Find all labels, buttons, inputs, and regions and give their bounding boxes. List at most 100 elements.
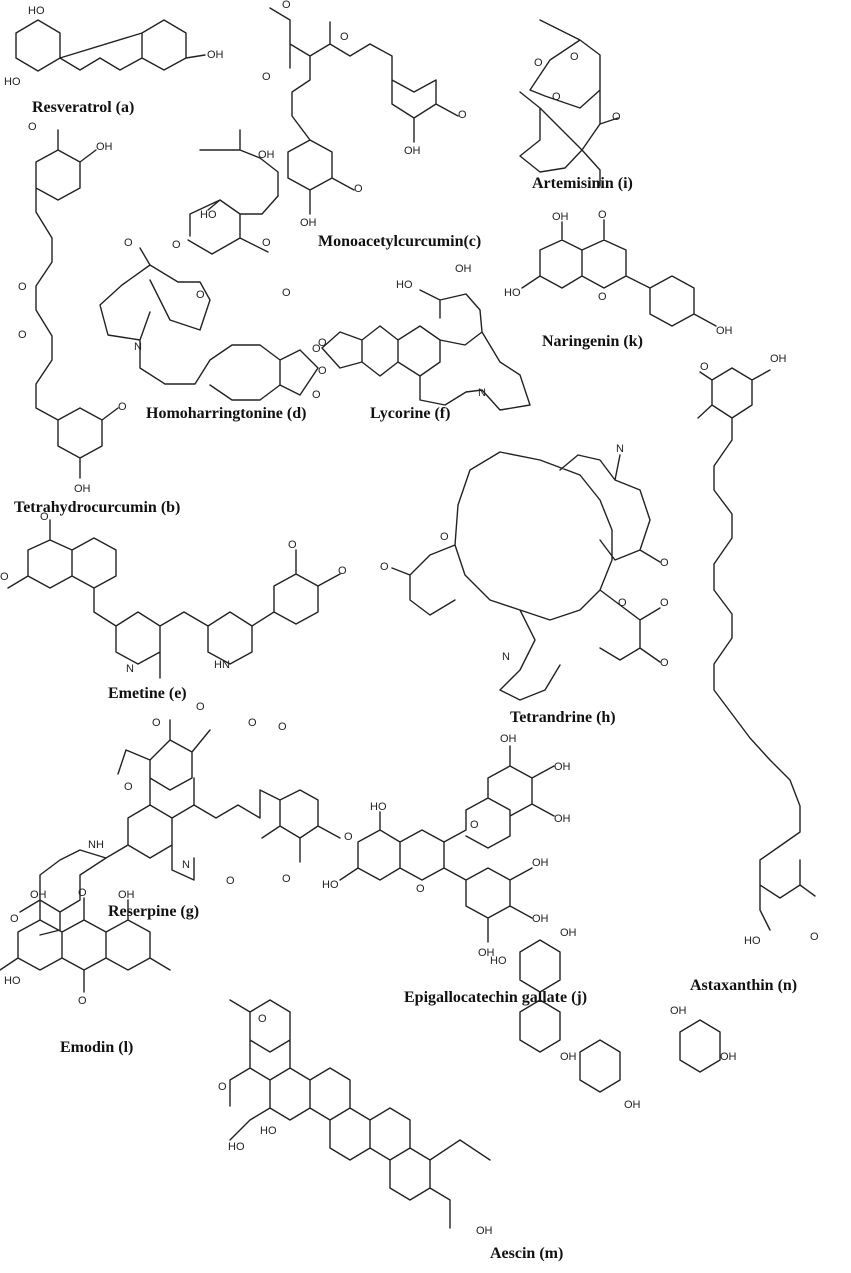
atom-oh: OH xyxy=(532,857,549,869)
atom-o: O xyxy=(124,237,133,249)
atom-o: O xyxy=(660,557,669,569)
atom-oh: HO xyxy=(744,935,761,947)
atom-o: O xyxy=(248,717,257,729)
atom-n: N xyxy=(182,859,190,871)
atom-o: O xyxy=(10,913,19,925)
atom-oh: OH xyxy=(207,49,224,61)
label-emetine: Emetine (e) xyxy=(108,685,187,702)
atom-o: O xyxy=(288,539,297,551)
atom-o: O xyxy=(618,597,627,609)
atom-oh: OH xyxy=(476,1225,493,1237)
atom-o: O xyxy=(118,401,127,413)
atom-oh: OH xyxy=(532,913,549,925)
atom-o: O xyxy=(534,57,543,69)
structure-monoacetylcurcumin: O O O O OH O OH Monoacetylcurcumin(c) xyxy=(262,0,481,250)
atom-o: O xyxy=(570,51,579,63)
atom-n: N xyxy=(616,443,624,455)
atom-oh: OH xyxy=(560,927,577,939)
atom-nh: NH xyxy=(88,839,104,851)
atom-o: O xyxy=(598,209,607,221)
structure-tetrandrine: N O O O O O O N Tetrandrine (h) xyxy=(380,443,669,726)
label-tetrandrine: Tetrandrine (h) xyxy=(510,709,616,726)
atom-o: O xyxy=(338,565,347,577)
atom-o: O xyxy=(18,329,27,341)
atom-oh: HO xyxy=(4,975,21,987)
structure-naringenin: OH O HO O OH Naringenin (k) xyxy=(504,209,733,350)
atom-o: O xyxy=(282,0,291,11)
atom-o: O xyxy=(196,289,205,301)
atom-oh: OH xyxy=(96,141,113,153)
atom-o: O xyxy=(312,389,321,401)
atom-oh: OH xyxy=(716,325,733,337)
atom-o: O xyxy=(262,71,271,83)
atom-o: O xyxy=(552,91,561,103)
atom-oh: OH xyxy=(770,353,787,365)
structure-egcg: HO HO O O OH OH OH OH OH OH Epigallocate… xyxy=(322,733,587,1006)
atom-oh: HO xyxy=(396,279,413,291)
atom-oh: OH xyxy=(552,211,569,223)
atom-oh: HO xyxy=(228,1141,245,1153)
structure-emetine: O O N HN O O Emetine (e) xyxy=(0,511,347,702)
atom-o: O xyxy=(0,571,9,583)
atom-oh: OH xyxy=(500,733,517,745)
atom-hn: HN xyxy=(214,659,230,671)
atom-n: N xyxy=(126,663,134,675)
atom-oh: HO xyxy=(4,76,21,88)
atom-o: O xyxy=(612,111,621,123)
atom-n: N xyxy=(478,387,486,399)
label-homoharringtonine: Homoharringtonine (d) xyxy=(146,405,306,422)
atom-o: O xyxy=(124,781,133,793)
atom-oh: HO xyxy=(370,801,387,813)
atom-oh: OH xyxy=(455,263,472,275)
atom-oh: HO xyxy=(322,879,339,891)
atom-o: O xyxy=(40,511,49,523)
atom-o: O xyxy=(28,121,37,133)
label-resveratrol: Resveratrol (a) xyxy=(32,99,134,116)
atom-o: O xyxy=(78,887,87,899)
atom-o: O xyxy=(282,287,291,299)
atom-o: O xyxy=(196,701,205,713)
atom-n: N xyxy=(502,651,510,663)
atom-o: O xyxy=(344,831,353,843)
structure-artemisinin: O O O O Artemisinin (i) xyxy=(519,19,633,192)
atom-oh: OH xyxy=(560,1051,577,1063)
atom-o: O xyxy=(380,561,389,573)
atom-o: O xyxy=(262,237,271,249)
atom-o: O xyxy=(18,281,27,293)
label-lycorine: Lycorine (f) xyxy=(370,405,450,422)
atom-o: O xyxy=(660,597,669,609)
atom-o: O xyxy=(318,365,327,377)
atom-o: O xyxy=(598,291,607,303)
label-tetrahydrocurcumin: Tetrahydrocurcumin (b) xyxy=(14,499,180,516)
label-artemisinin: Artemisinin (i) xyxy=(532,175,633,192)
atom-o: O xyxy=(258,1013,267,1025)
label-aescin: Aescin (m) xyxy=(490,1245,563,1262)
atom-o: O xyxy=(440,531,449,543)
atom-o: O xyxy=(340,31,349,43)
atom-o: O xyxy=(660,657,669,669)
atom-o: O xyxy=(172,239,181,251)
atom-oh: HO xyxy=(260,1125,277,1137)
structure-homoharringtonine: OH HO O O O O O N O O Homoharringtonine … xyxy=(99,129,321,422)
atom-oh: OH xyxy=(554,813,571,825)
label-reserpine: Reserpine (g) xyxy=(108,903,199,920)
atom-oh: OH xyxy=(720,1051,737,1063)
atom-o: O xyxy=(810,931,819,943)
label-naringenin: Naringenin (k) xyxy=(542,333,643,350)
atom-oh: OH xyxy=(118,889,135,901)
label-astaxanthin: Astaxanthin (n) xyxy=(690,977,797,994)
atom-oh: OH xyxy=(74,483,91,495)
atom-o: O xyxy=(700,361,709,373)
atom-o: O xyxy=(354,183,363,195)
atom-o: O xyxy=(218,1081,227,1093)
structure-tetrahydrocurcumin: O OH O O O OH Tetrahydrocurcumin (b) xyxy=(14,121,180,516)
structure-reserpine: O O O O O N NH O O O O Reserpine (g) xyxy=(10,701,353,936)
atom-oh: OH xyxy=(624,1099,641,1111)
atom-oh: HO xyxy=(28,5,45,17)
atom-oh: HO xyxy=(200,209,217,221)
atom-o: O xyxy=(278,721,287,733)
atom-o: O xyxy=(226,875,235,887)
atom-oh: OH xyxy=(478,947,495,959)
